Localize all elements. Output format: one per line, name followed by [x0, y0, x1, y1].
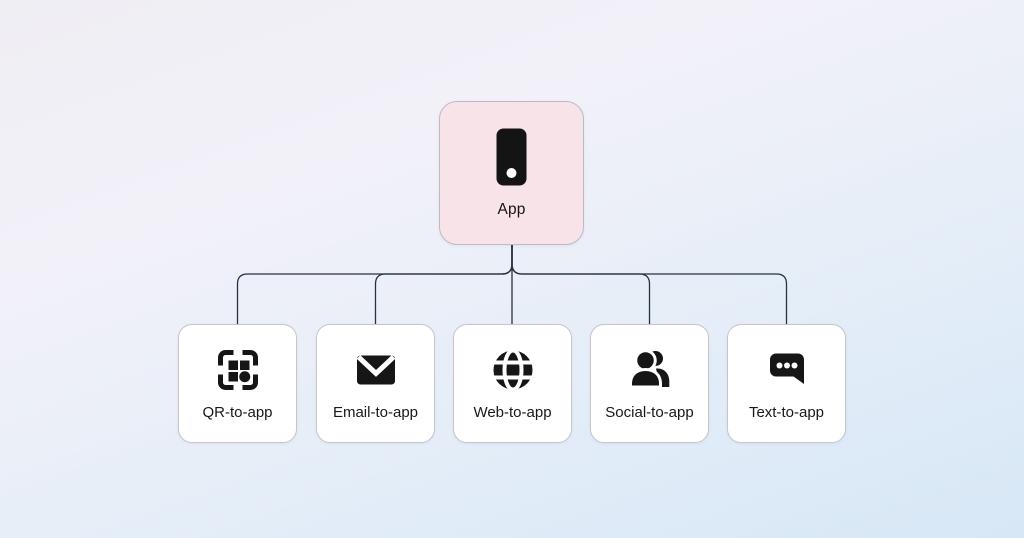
node-label-social-to-app: Social-to-app [605, 404, 694, 421]
node-text-to-app: Text-to-app [727, 324, 846, 443]
node-social-to-app: Social-to-app [590, 324, 709, 443]
node-label-web-to-app: Web-to-app [473, 404, 552, 421]
connector-to-text [511, 244, 788, 325]
connector-to-qr [236, 244, 513, 325]
node-web-to-app: Web-to-app [453, 324, 572, 443]
globe-icon [489, 346, 537, 394]
smartphone-icon [496, 128, 527, 186]
node-label-qr-to-app: QR-to-app [202, 404, 273, 421]
node-qr-to-app: QR-to-app [178, 324, 297, 443]
connector-to-email [374, 244, 513, 325]
node-label-text-to-app: Text-to-app [748, 404, 825, 421]
node-label-email-to-app: Email-to-app [332, 404, 419, 421]
node-email-to-app: Email-to-app [316, 324, 435, 443]
qr-code-icon [214, 346, 262, 394]
node-app: App [439, 101, 584, 245]
envelope-icon [352, 346, 400, 394]
node-label-app: App [497, 200, 526, 218]
people-icon [626, 346, 674, 394]
chat-bubble-icon [763, 346, 811, 394]
connector-to-social [511, 244, 651, 325]
